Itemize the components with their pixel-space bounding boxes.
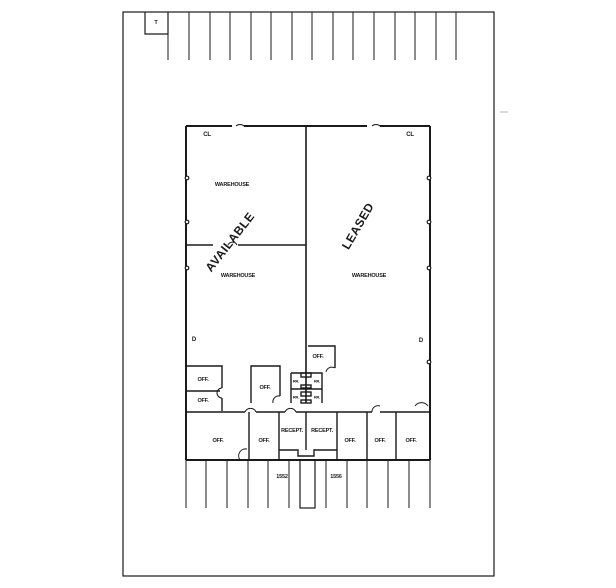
parking-marker-label: T — [154, 20, 158, 26]
office-label-bottom-5: OFF. — [405, 438, 417, 444]
center-office — [308, 345, 336, 368]
lot-boundary — [122, 11, 495, 577]
walkway — [299, 459, 316, 509]
warehouse-label-lower-left: WAREHOUSE — [220, 273, 256, 279]
bottom-parking-stalls — [185, 460, 431, 508]
top-parking-stalls — [167, 12, 457, 60]
office-label-left-1: OFF. — [197, 377, 209, 383]
office-label-bottom-4: OFF. — [374, 438, 386, 444]
closet-label-right: CL — [406, 132, 414, 138]
office-label-left-2: OFF. — [197, 398, 209, 404]
mid-office — [250, 365, 281, 403]
office-label-bottom-1: OFF. — [212, 438, 224, 444]
address-label-1556: 1556 — [330, 474, 342, 480]
warehouse-label-right: WAREHOUSE — [351, 273, 387, 279]
office-label-bottom-2: OFF. — [258, 438, 270, 444]
door-mark-left: D — [191, 337, 197, 343]
office-label-center: OFF. — [312, 354, 324, 360]
restroom-label-3: RR. — [292, 394, 300, 400]
building-outline — [185, 125, 431, 460]
office-label-bottom-3: OFF. — [344, 438, 356, 444]
restroom-block — [290, 372, 323, 404]
front-offices — [248, 412, 397, 460]
restroom-label-2: RR. — [313, 378, 321, 384]
closet-label-left: CL — [203, 132, 211, 138]
warehouse-label-upper-left: WAREHOUSE — [214, 182, 250, 188]
door-mark-right: D — [418, 338, 424, 344]
reception-label-1: RECEPT. — [281, 428, 303, 434]
reception-label-2: RECEPT. — [311, 428, 333, 434]
address-label-1552: 1552 — [276, 474, 288, 480]
left-office-stack — [186, 365, 223, 411]
restroom-label-1: RR. — [292, 378, 300, 384]
office-label-mid: OFF. — [259, 385, 271, 391]
restroom-label-4: RR. — [313, 394, 321, 400]
